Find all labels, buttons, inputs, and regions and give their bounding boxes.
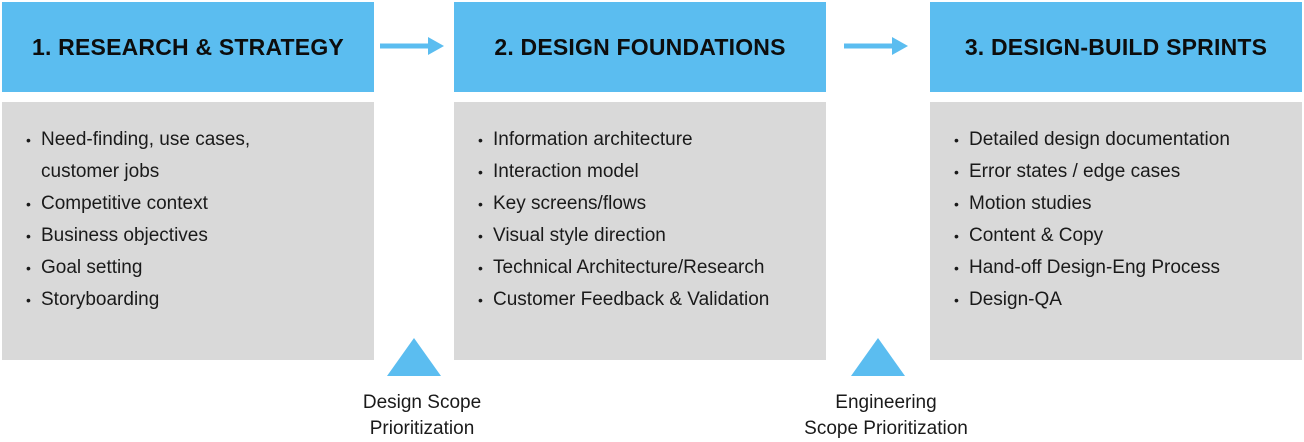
- list-item: Content & Copy: [954, 220, 1302, 252]
- list-item: Need-finding, use cases,: [26, 124, 374, 156]
- phase-3-body: Detailed design documentation Error stat…: [930, 102, 1302, 360]
- list-item: Design-QA: [954, 284, 1302, 316]
- phase-3-header: 3. DESIGN-BUILD SPRINTS: [930, 2, 1302, 92]
- list-item: Customer Feedback & Validation: [478, 284, 826, 316]
- list-item: Motion studies: [954, 188, 1302, 220]
- milestone-1-caption: Design Scope Prioritization: [342, 390, 502, 442]
- milestone-2-caption: Engineering Scope Prioritization: [786, 390, 986, 442]
- caption-line: Engineering: [835, 392, 937, 413]
- milestone-2-triangle-icon: [851, 338, 905, 376]
- list-item: Storyboarding: [26, 284, 374, 316]
- flow-arrow-2-icon: [844, 37, 908, 55]
- phase-1-body: Need-finding, use cases, customer jobs C…: [2, 102, 374, 360]
- phase-2-body: Information architecture Interaction mod…: [454, 102, 826, 360]
- list-item: Business objectives: [26, 220, 374, 252]
- flow-arrow-1-icon: [380, 37, 444, 55]
- list-item: Competitive context: [26, 188, 374, 220]
- list-item: Error states / edge cases: [954, 156, 1302, 188]
- list-item: Technical Architecture/Research: [478, 252, 826, 284]
- phase-2-header: 2. DESIGN FOUNDATIONS: [454, 2, 826, 92]
- caption-line: Design Scope: [362, 392, 482, 413]
- list-item: Interaction model: [478, 156, 826, 188]
- list-item: Key screens/flows: [478, 188, 826, 220]
- phase-1-header: 1. RESEARCH & STRATEGY: [2, 2, 374, 92]
- caption-line: Prioritization: [369, 418, 475, 439]
- list-item: Visual style direction: [478, 220, 826, 252]
- list-item-continuation: customer jobs: [41, 161, 160, 182]
- list-item: Detailed design documentation: [954, 124, 1302, 156]
- milestone-1-triangle-icon: [387, 338, 441, 376]
- list-item: Information architecture: [478, 124, 826, 156]
- caption-line: Scope Prioritization: [804, 418, 968, 439]
- list-item: Hand-off Design-Eng Process: [954, 252, 1302, 284]
- list-item: Goal setting: [26, 252, 374, 284]
